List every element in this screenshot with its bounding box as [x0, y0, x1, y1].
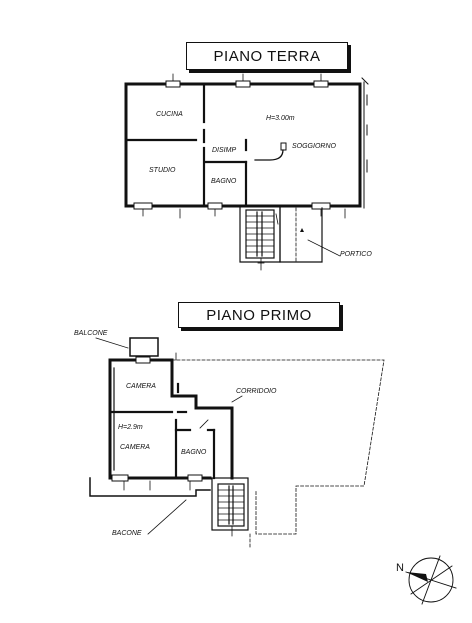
- room-label-bedroom-1: CAMERA: [126, 383, 156, 390]
- ceiling-height-label-first: H=2.9m: [118, 424, 143, 431]
- room-label-bath-first: BAGNO: [181, 449, 207, 456]
- compass-rose: [405, 555, 457, 605]
- room-label-corridor: CORRIDOIO: [236, 388, 277, 395]
- room-label-study: STUDIO: [149, 167, 176, 174]
- room-label-balcony-top: BALCONE: [74, 330, 108, 337]
- room-label-balcony-bottom: BACONE: [112, 530, 142, 537]
- room-label-living: SOGGIORNO: [292, 143, 336, 150]
- ground-floor-plan: [124, 73, 369, 271]
- ceiling-height-label: H=3.00m: [266, 115, 295, 122]
- first-floor-title: PIANO PRIMO: [178, 302, 340, 328]
- ground-floor-title: PIANO TERRA: [186, 42, 348, 70]
- room-label-hall: DISIMP: [212, 147, 237, 154]
- room-label-bedroom-2: CAMERA: [120, 444, 150, 451]
- compass-north-label: N: [396, 562, 404, 574]
- room-label-porch: PORTICO: [340, 251, 372, 258]
- room-label-bath-ground: BAGNO: [211, 178, 237, 185]
- room-label-kitchen: CUCINA: [156, 111, 183, 118]
- first-floor-plan: [89, 337, 385, 549]
